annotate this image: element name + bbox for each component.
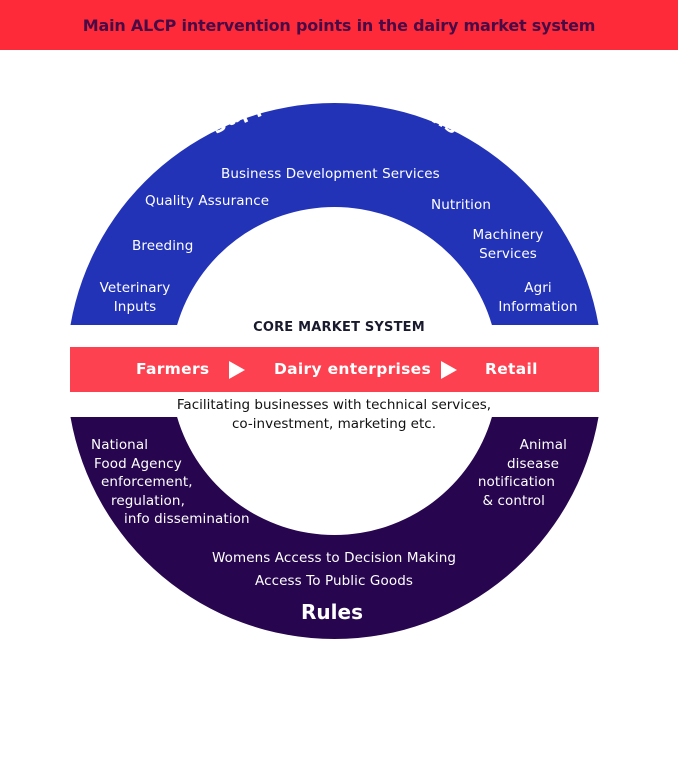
rules-title: Rules <box>301 600 363 624</box>
nfa-line2: Food Agency <box>94 455 182 472</box>
chain-dairy-enterprises: Dairy enterprises <box>274 360 432 378</box>
header-banner: Main ALCP intervention points in the dai… <box>0 0 678 50</box>
machinery-services-line2: Services <box>479 245 537 262</box>
core-value-chain-band: Farmers Dairy enterprises Retail <box>70 347 599 392</box>
agri-information-line2: Information <box>498 298 578 315</box>
nfa-line5: info dissemination <box>124 511 250 527</box>
machinery-services-line1: Machinery <box>472 227 544 243</box>
agri-information-line1: Agri <box>524 280 552 296</box>
diagram-title: Main ALCP intervention points in the dai… <box>82 15 596 35</box>
rules-arc <box>70 417 599 639</box>
chain-farmers: Farmers <box>136 360 210 378</box>
veterinary-inputs-label: Veterinary Inputs <box>96 279 174 316</box>
public-goods-label: Access To Public Goods <box>254 573 414 589</box>
supporting-functions-arc <box>70 103 599 326</box>
animal-disease-line4: & control <box>482 492 545 509</box>
national-food-agency-label: National Food Agency enforcement, regula… <box>91 436 250 529</box>
veterinary-inputs-line2: Inputs <box>113 298 157 315</box>
nutrition-label: Nutrition <box>431 197 492 213</box>
breeding-label: Breeding <box>132 238 194 254</box>
womens-access-label: Womens Access to Decision Making <box>211 550 457 566</box>
quality-assurance-label: Quality Assurance <box>145 193 270 209</box>
animal-disease-line1: Animal <box>519 437 567 453</box>
nfa-line4: regulation, <box>111 492 185 509</box>
arrow-right-icon <box>441 361 457 379</box>
core-description-line1: Facilitating businesses with technical s… <box>176 397 492 413</box>
chain-retail: Retail <box>485 360 538 378</box>
nfa-line3: enforcement, <box>101 474 193 490</box>
rules-bottom-items: Womens Access to Decision Making Access … <box>0 547 668 593</box>
animal-disease-line3: notification <box>477 474 555 490</box>
nfa-line1: National <box>91 437 149 453</box>
veterinary-inputs-line1: Veterinary <box>99 280 171 296</box>
animal-disease-line2: disease <box>507 455 559 472</box>
bds-label: Business Development Services <box>221 166 440 182</box>
machinery-services-label: Machinery Services <box>470 226 546 263</box>
animal-disease-label: Animal disease notification & control <box>470 436 567 510</box>
agri-information-label: Agri Information <box>494 279 582 316</box>
core-description: Facilitating businesses with technical s… <box>0 396 668 434</box>
arrow-right-icon <box>229 361 245 379</box>
core-description-line2: co-investment, marketing etc. <box>231 416 436 432</box>
core-market-system-title: CORE MARKET SYSTEM <box>253 320 425 335</box>
